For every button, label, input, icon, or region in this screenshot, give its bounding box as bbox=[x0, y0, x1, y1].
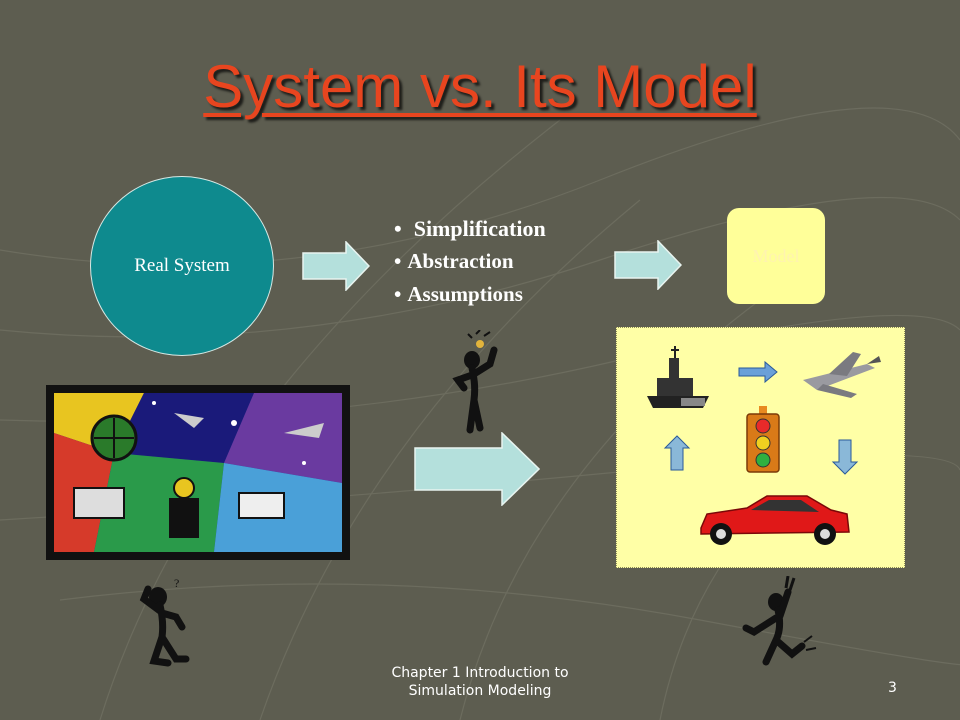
right-arrow-icon bbox=[738, 360, 778, 384]
excited-stick-figure-icon bbox=[742, 576, 817, 666]
footer-line-1: Chapter 1 Introduction to bbox=[391, 665, 569, 681]
thinking-stick-figure-icon bbox=[452, 330, 498, 434]
battleship-icon bbox=[647, 346, 709, 408]
svg-text:?: ? bbox=[174, 576, 179, 590]
bullet-assumptions: Assumptions bbox=[394, 278, 546, 311]
bullet-abstraction: Abstraction bbox=[394, 245, 546, 278]
process-bullet-list: Simplification Abstraction Assumptions bbox=[394, 212, 546, 311]
footer-line-2: Simulation Modeling bbox=[408, 683, 552, 699]
real-system-label: Real System bbox=[134, 255, 230, 276]
down-arrow-icon bbox=[831, 439, 859, 475]
puzzled-stick-figure-icon: ? bbox=[139, 576, 190, 667]
up-arrow-icon bbox=[663, 435, 691, 471]
real-system-artwork bbox=[46, 385, 350, 560]
fighter-jet-icon bbox=[803, 352, 881, 398]
right-arrow-icon bbox=[414, 432, 540, 506]
traffic-light-icon bbox=[746, 406, 780, 473]
real-system-circle: Real System bbox=[90, 176, 274, 356]
slide-title: System vs. Its Model bbox=[203, 53, 757, 120]
model-label: Model bbox=[752, 245, 800, 266]
right-arrow-icon bbox=[614, 240, 682, 290]
slide-footer: Chapter 1 Introduction to Simulation Mod… bbox=[330, 664, 630, 700]
page-number: 3 bbox=[888, 680, 897, 696]
right-arrow-icon bbox=[302, 241, 370, 291]
bullet-simplification: Simplification bbox=[394, 212, 546, 245]
model-illustration-panel bbox=[616, 327, 905, 568]
model-box: Model bbox=[727, 208, 825, 304]
sports-car-icon bbox=[700, 495, 850, 545]
